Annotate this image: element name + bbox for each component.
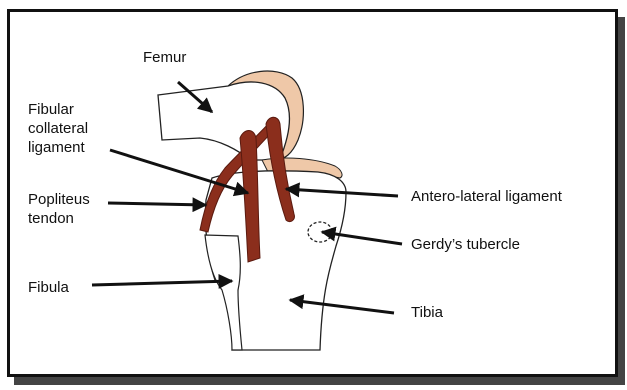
fibula-outline bbox=[205, 235, 242, 350]
label-fibular-collateral-ligament-line-2: collateral bbox=[28, 119, 88, 138]
label-popliteus-tendon-line-2: tendon bbox=[28, 209, 90, 228]
arrow-popliteus-tendon bbox=[108, 203, 206, 205]
label-popliteus-tendon: Popliteus tendon bbox=[28, 190, 90, 228]
label-gerdys-tubercle: Gerdy’s tubercle bbox=[411, 235, 520, 254]
label-fibular-collateral-ligament: Fibular collateral ligament bbox=[28, 100, 88, 157]
label-fibular-collateral-ligament-line-1: Fibular bbox=[28, 100, 88, 119]
label-fibular-collateral-ligament-line-3: ligament bbox=[28, 138, 88, 157]
label-tibia: Tibia bbox=[411, 303, 443, 322]
label-fibula: Fibula bbox=[28, 278, 69, 297]
label-antero-lateral-ligament: Antero-lateral ligament bbox=[411, 187, 562, 206]
label-popliteus-tendon-line-1: Popliteus bbox=[28, 190, 90, 209]
label-femur: Femur bbox=[143, 48, 186, 67]
arrow-fibula bbox=[92, 281, 232, 285]
